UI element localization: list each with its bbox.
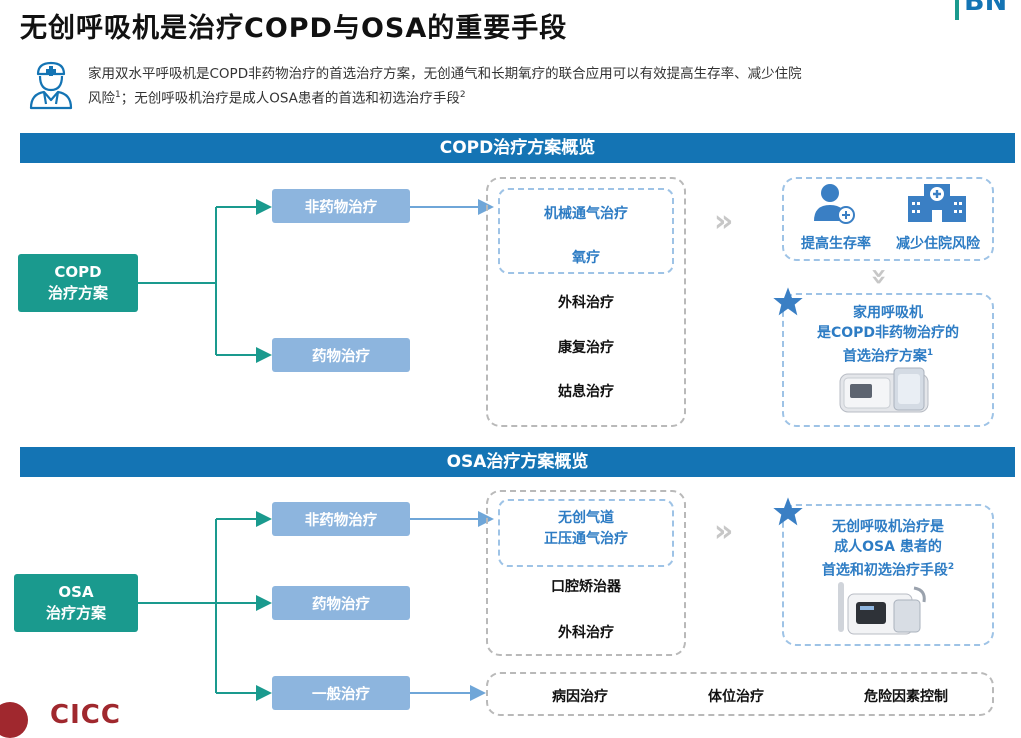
copd-option-3: 姑息治疗: [558, 384, 614, 400]
star-icon: [773, 497, 803, 526]
copd-highlight-item-1: 机械通气治疗: [544, 206, 628, 222]
osa-options-panel: [486, 490, 686, 656]
copd-tree-lines: [138, 199, 272, 363]
hospital-icon: [908, 184, 966, 222]
copd-nonpharm-node: 非药物治疗: [272, 189, 410, 223]
osa-pharm-node: 药物治疗: [272, 586, 410, 620]
osa-general-item-3: 危险因素控制: [864, 689, 948, 705]
osa-chevron-right-icon: »: [714, 514, 734, 549]
osa-device-line2: 成人OSA 患者的: [834, 539, 942, 555]
copd-outcomes-box: [782, 177, 994, 261]
osa-device-line3: 首选和初选治疗手段: [821, 562, 948, 579]
copd-banner: COPD治疗方案概览: [20, 133, 1015, 163]
copd-device-line2: 是COPD非药物治疗的: [816, 325, 960, 341]
intro-line-1: 家用双水平呼吸机是COPD非药物治疗的首选治疗方案，无创通气和长期氧疗的联合应用…: [88, 66, 802, 82]
osa-tree-lines: [138, 511, 272, 701]
copd-highlight-item-2: 氧疗: [572, 250, 600, 266]
copd-root-line1: COPD: [54, 263, 102, 281]
osa-banner: OSA治疗方案概览: [20, 447, 1015, 477]
star-icon: [773, 287, 803, 316]
osa-device-box: [782, 504, 994, 646]
copd-device-sup: 1: [926, 348, 934, 358]
osa-highlight-line2: 正压通气治疗: [544, 531, 628, 547]
connector-lines: [138, 199, 494, 701]
osa-nonpharm-node: 非药物治疗: [272, 502, 410, 536]
copd-pharm-node: 药物治疗: [272, 338, 410, 372]
intro-sup-2: 2: [459, 90, 466, 100]
osa-general-item-2: 体位治疗: [708, 689, 764, 705]
copd-options-panel: [486, 177, 686, 427]
osa-highlight-text: 无创气道 正压通气治疗: [498, 508, 674, 550]
intro-risk: 风险: [88, 90, 115, 107]
brand-logo: BN: [952, 0, 1021, 20]
intro-sup-1: 1: [115, 90, 121, 100]
intro-text: 家用双水平呼吸机是COPD非药物治疗的首选治疗方案，无创通气和长期氧疗的联合应用…: [88, 64, 1013, 110]
bilevel-ventilator-icon: [839, 367, 929, 413]
osa-highlight-line1: 无创气道: [558, 510, 614, 526]
osa-general-item-1: 病因治疗: [552, 689, 608, 705]
osa-device-text: 无创呼吸机治疗是 成人OSA 患者的 首选和初选治疗手段2: [782, 517, 994, 581]
osa-option-1: 口腔矫治器: [551, 579, 621, 595]
chevron-down-icon: »: [863, 267, 897, 280]
copd-option-2: 康复治疗: [558, 340, 614, 356]
osa-device-sup: 2: [947, 562, 955, 572]
osa-general-panel: [486, 672, 994, 716]
copd-device-text: 家用呼吸机 是COPD非药物治疗的 首选治疗方案1: [782, 303, 994, 367]
intro-line-2: 风险1；无创呼吸机治疗是成人OSA患者的首选和初选治疗手段2: [88, 85, 1013, 110]
copd-root-line2: 治疗方案: [47, 284, 108, 302]
copd-device-line3-wrap: 首选治疗方案1: [782, 343, 994, 367]
copd-outcome-survival: 提高生存率: [801, 236, 871, 252]
cicc-logo-text: CICC: [50, 700, 121, 730]
osa-option-2: 外科治疗: [558, 625, 614, 641]
osa-highlight-box: [498, 499, 674, 567]
copd-device-line3: 首选治疗方案: [842, 348, 927, 365]
doctor-icon: [29, 61, 73, 110]
person-plus-icon: [814, 184, 855, 224]
copd-option-1: 外科治疗: [558, 295, 614, 311]
copd-highlight-box: [498, 188, 674, 274]
copd-outcome-hospital: 减少住院风险: [896, 236, 980, 252]
copd-device-box: [782, 293, 994, 427]
brand-text: BN: [964, 0, 1008, 17]
copd-root-node: COPD 治疗方案: [18, 254, 138, 312]
page-title: 无创呼吸机是治疗COPD与OSA的重要手段: [20, 13, 568, 44]
osa-general-node: 一般治疗: [272, 676, 410, 710]
osa-root-node: OSA 治疗方案: [14, 574, 138, 632]
intro-osa: ；无创呼吸机治疗是成人OSA患者的首选和初选治疗手段: [120, 90, 460, 107]
copd-chevron-right-icon: »: [714, 204, 734, 239]
copd-device-line1: 家用呼吸机: [853, 305, 923, 321]
osa-root-line1: OSA: [58, 583, 94, 601]
cpap-device-icon: [838, 582, 926, 635]
osa-device-line3-wrap: 首选和初选治疗手段2: [782, 557, 994, 581]
osa-root-line2: 治疗方案: [45, 604, 106, 622]
osa-device-line1: 无创呼吸机治疗是: [832, 519, 944, 535]
